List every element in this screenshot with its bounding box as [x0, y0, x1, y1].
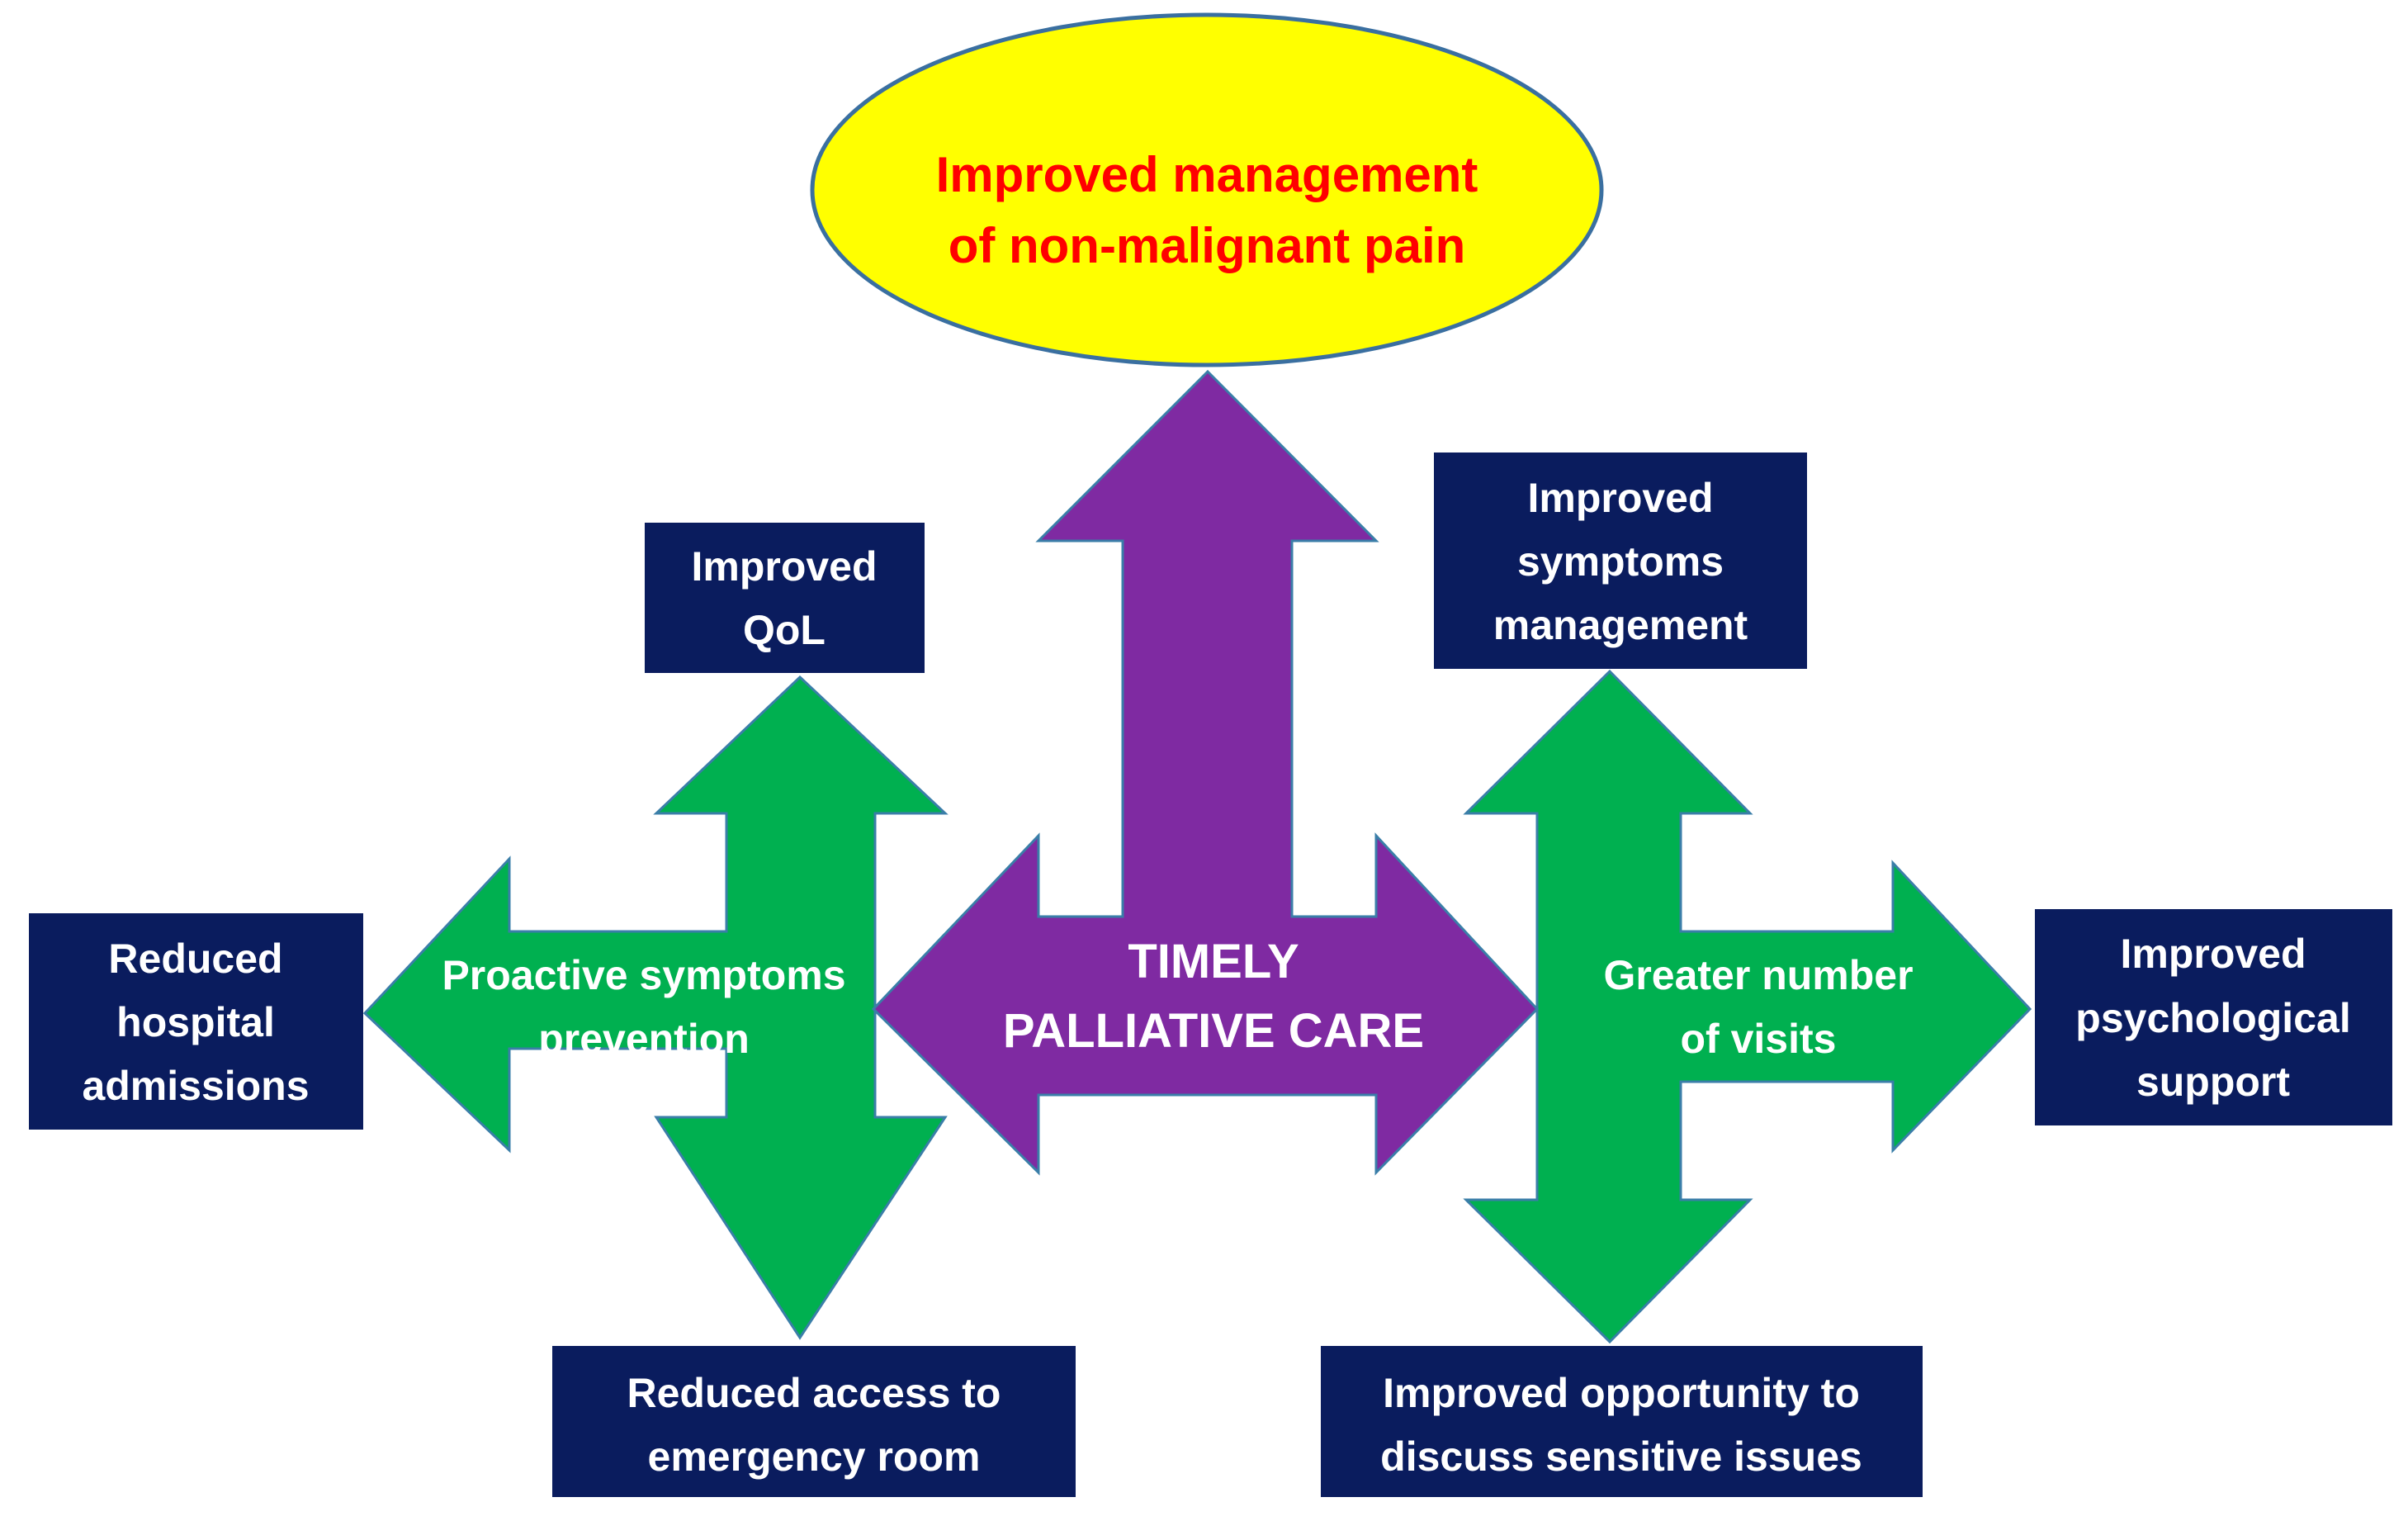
emergency-room-line1: Reduced access to: [627, 1370, 1001, 1416]
right-arrow-line1: Greater number: [1603, 952, 1913, 998]
left-arrow-line1: Proactive symptoms: [442, 952, 845, 998]
symptoms-management-line2: symptoms: [1517, 538, 1724, 585]
qol-line2: QoL: [743, 607, 826, 653]
emergency-room-box: [552, 1346, 1076, 1497]
symptoms-management-box: [1434, 453, 1807, 669]
sensitive-issues-line2: discuss sensitive issues: [1380, 1433, 1862, 1480]
psychological-support-line3: support: [2136, 1059, 2290, 1105]
center-label-line1: TIMELY: [1128, 935, 1299, 988]
sensitive-issues-line1: Improved opportunity to: [1383, 1370, 1860, 1416]
top-outcome-ellipse: [810, 12, 1604, 367]
symptoms-management-line3: management: [1493, 602, 1748, 648]
top-outcome-line2: of non-malignant pain: [949, 218, 1466, 273]
psychological-support-line1: Improved: [2120, 931, 2306, 977]
sensitive-issues-box: [1321, 1346, 1923, 1497]
hospital-admissions-box: [29, 913, 363, 1130]
hospital-admissions-line3: admissions: [82, 1063, 309, 1109]
psychological-support-box: [2035, 909, 2392, 1125]
qol-line1: Improved: [691, 543, 877, 590]
qol-box: [645, 523, 925, 673]
center-label-line2: PALLIATIVE CARE: [1003, 1004, 1424, 1058]
emergency-room-line2: emergency room: [648, 1433, 981, 1480]
left-arrow-line2: prevention: [538, 1016, 750, 1062]
symptoms-management-line1: Improved: [1527, 475, 1713, 521]
right-four-way-arrow: [1463, 669, 2032, 1344]
psychological-support-line2: psychological: [2075, 995, 2350, 1041]
top-outcome-line1: Improved management: [936, 147, 1478, 202]
left-four-way-arrow: [362, 675, 949, 1340]
right-arrow-line2: of visits: [1681, 1016, 1837, 1062]
hospital-admissions-line2: hospital: [116, 999, 275, 1045]
central-palliative-care-arrow: [871, 369, 1540, 1176]
hospital-admissions-line1: Reduced: [108, 936, 282, 982]
